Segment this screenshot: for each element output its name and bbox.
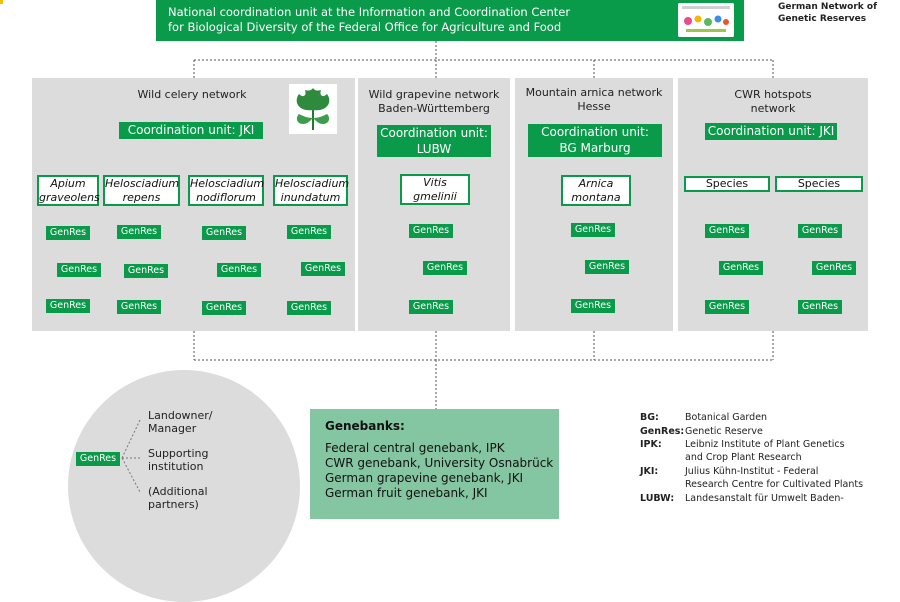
genres-box: GenRes: [46, 299, 90, 313]
panel-title-line-2: Baden-Württemberg: [378, 102, 490, 115]
genebank-item: German fruit genebank, JKI: [325, 486, 488, 500]
genres-box: GenRes: [287, 301, 331, 315]
genebank-item: Federal central genebank, IPK: [325, 441, 505, 455]
species-line-2: montana: [571, 191, 621, 204]
genres-box: GenRes: [585, 260, 629, 274]
genres-box: GenRes: [117, 300, 161, 314]
partner-supporting-institution: Supporting institution: [148, 447, 209, 473]
species-line-1: Helosciadium: [275, 177, 350, 190]
species-line-2: nodiflorum: [196, 191, 256, 204]
species-placeholder-2: Species: [775, 176, 863, 192]
species-helosciadium-repens: Helosciadium repens: [103, 175, 180, 206]
coord-line-1: Coordination unit:: [541, 125, 649, 139]
corner-accent: [0, 0, 3, 4]
species-apium-graveolens: Apium graveolens: [37, 175, 100, 206]
genres-box: GenRes: [409, 224, 453, 238]
species-helosciadium-inundatum: Helosciadium inundatum: [273, 175, 350, 206]
genres-box: GenRes: [76, 452, 120, 466]
legend-key: IPK:: [640, 439, 662, 450]
genres-box: GenRes: [798, 224, 842, 238]
banner-line-2: for Biological Diversity of the Federal …: [168, 20, 562, 34]
partner-line: institution: [148, 460, 204, 473]
celery-leaf-icon: [289, 84, 337, 134]
species-line-2: inundatum: [280, 191, 341, 204]
panel-title-line-1: CWR hotspots: [734, 88, 812, 101]
coordination-unit-lubw: Coordination unit: LUBW: [377, 125, 491, 157]
coord-line-2: LUBW: [416, 142, 452, 156]
banner-line-1: National coordination unit at the Inform…: [168, 5, 571, 19]
panel-title-line-1: Wild grapevine network: [368, 88, 500, 101]
cwr-hotspots-panel: CWR hotspots network: [678, 78, 868, 331]
coordination-unit-jki: Coordination unit: JKI: [119, 122, 263, 139]
panel-title-line-1: Mountain arnica network: [525, 86, 663, 99]
genebank-item: CWR genebank, University Osnabrück: [325, 456, 554, 470]
genres-box: GenRes: [705, 224, 749, 238]
species-line-2: gmelinii: [413, 190, 457, 203]
species-vitis-gmelinii: Vitis gmelinii: [400, 174, 470, 205]
coord-line-1: Coordination unit:: [380, 126, 488, 140]
legend-key: LUBW:: [640, 493, 675, 504]
genres-box: GenRes: [202, 301, 246, 315]
abbreviation-legend: BG: Botanical Garden GenRes: Genetic Res…: [640, 412, 864, 504]
species-line-2: repens: [122, 191, 161, 204]
genres-box: GenRes: [798, 300, 842, 314]
legend-value: and Crop Plant Research: [685, 452, 802, 463]
partner-line: Landowner/: [148, 409, 213, 422]
genres-box: GenRes: [124, 264, 168, 278]
species-line-1: Apium: [50, 177, 86, 190]
genres-box: GenRes: [423, 261, 467, 275]
genres-box: GenRes: [571, 223, 615, 237]
legend-value: Leibniz Institute of Plant Genetics: [685, 439, 845, 450]
species-line-2: graveolens: [39, 191, 100, 204]
legend-key: GenRes:: [640, 426, 685, 437]
genres-box: GenRes: [705, 300, 749, 314]
brand-line-1: German Network of: [778, 2, 878, 12]
species-line-1: Helosciadium: [105, 177, 180, 190]
panel-title: Wild celery network: [137, 88, 247, 101]
partner-line: Manager: [148, 422, 197, 435]
genres-box: GenRes: [287, 225, 331, 239]
panel-title-line-2: Hesse: [577, 100, 611, 113]
coordination-unit-bg-marburg: Coordination unit: BG Marburg: [528, 124, 662, 157]
legend-value: Botanical Garden: [685, 412, 768, 423]
species-placeholder-1: Species: [684, 176, 770, 192]
genres-box: GenRes: [571, 299, 615, 313]
genebanks-title: Genebanks:: [325, 419, 405, 433]
brand-line-2: Genetic Reserves: [778, 14, 867, 24]
national-coordination-banner: National coordination unit at the Inform…: [156, 0, 744, 41]
legend-value: Genetic Reserve: [685, 426, 763, 437]
genres-box: GenRes: [117, 225, 161, 239]
partner-line: (Additional: [148, 485, 208, 498]
genres-box: GenRes: [57, 263, 101, 277]
coord-line-2: BG Marburg: [559, 141, 631, 155]
genres-box: GenRes: [301, 262, 345, 276]
species-helosciadium-nodiflorum: Helosciadium nodiflorum: [188, 175, 264, 206]
genebank-item: German grapevine genebank, JKI: [325, 471, 524, 485]
species-line-1: Helosciadium: [190, 177, 265, 190]
genres-box: GenRes: [409, 300, 453, 314]
panel-title-line-2: network: [750, 102, 796, 115]
partner-connectors: [121, 419, 141, 493]
species-arnica-montana: Arnica montana: [561, 175, 631, 206]
genres-box: GenRes: [217, 263, 261, 277]
partner-line: Supporting: [148, 447, 209, 460]
legend-key: BG:: [640, 412, 659, 423]
genres-box: GenRes: [719, 261, 763, 275]
genebanks-box: Genebanks: Federal central genebank, IPK…: [310, 409, 559, 519]
legend-value: Research Centre for Cultivated Plants: [685, 479, 864, 490]
legend-value: Landesanstalt für Umwelt Baden-: [685, 493, 844, 504]
legend-key: JKI:: [640, 466, 659, 477]
biodiversity-logo: [678, 3, 734, 37]
partner-landowner: Landowner/ Manager: [148, 409, 213, 435]
network-brand: German Network of Genetic Reserves: [778, 1, 877, 25]
legend-value: Julius Kühn-Institut - Federal: [685, 466, 819, 477]
genres-box: GenRes: [46, 226, 90, 240]
genres-box: GenRes: [812, 261, 856, 275]
species-line-1: Arnica: [578, 177, 614, 190]
genres-box: GenRes: [202, 226, 246, 240]
species-line-1: Vitis: [423, 176, 447, 189]
coordination-unit-jki-cwr: Coordination unit: JKI: [705, 123, 837, 140]
